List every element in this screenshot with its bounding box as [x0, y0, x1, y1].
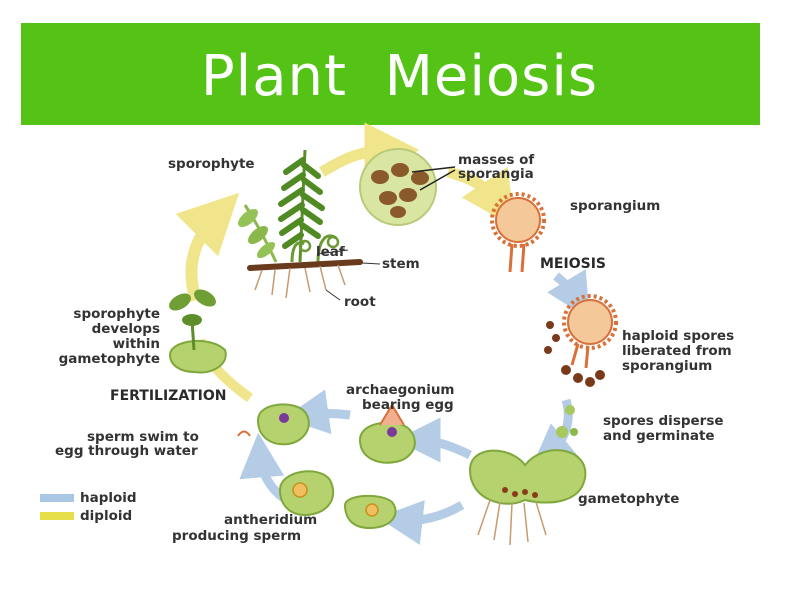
- arrow-meiosis-to-spores: [547, 269, 590, 320]
- label-develops-line2: develops: [92, 321, 160, 337]
- label-spores-disperse-line2: and germinate: [603, 428, 715, 444]
- label-meiosis: MEIOSIS: [540, 256, 606, 272]
- diploid-cycle-arrows: [175, 122, 516, 403]
- label-archaegonium-line2: bearing egg: [362, 397, 454, 413]
- label-masses-line2: sporangia: [458, 166, 534, 182]
- antheridium-illustration: [278, 470, 397, 530]
- legend-swatch-diploid: [40, 512, 74, 520]
- arrow-sporangia-to-sporangium: [446, 166, 516, 228]
- label-develops-line3: within: [113, 336, 160, 352]
- label-antheridium-line2: producing sperm: [172, 528, 301, 544]
- fertilization-illustration: [237, 403, 310, 446]
- legend: haploid diploid: [40, 490, 137, 524]
- gametophyte-illustration: [468, 449, 587, 546]
- label-sporangium: sporangium: [570, 198, 660, 214]
- spore-release-illustration: [544, 294, 618, 387]
- sporangium-illustration: [490, 192, 546, 273]
- label-leaf: leaf: [316, 244, 345, 260]
- label-gametophyte: gametophyte: [578, 491, 679, 507]
- germinating-spores-illustration: [556, 405, 578, 438]
- legend-swatch-haploid: [40, 494, 74, 502]
- legend-label-diploid: diploid: [80, 508, 132, 524]
- label-fertilization: FERTILIZATION: [110, 388, 226, 404]
- label-sporophyte: sporophyte: [168, 156, 255, 172]
- label-haploid-spores-line1: haploid spores: [622, 328, 734, 344]
- label-stem: stem: [382, 256, 420, 272]
- legend-label-haploid: haploid: [80, 490, 137, 506]
- label-haploid-spores-line2: liberated from: [622, 343, 732, 359]
- arrow-up-to-sporophyte: [175, 192, 240, 302]
- arrow-archegonium-to-fertilization: [283, 389, 351, 435]
- title-bar: Plant Meiosis: [21, 23, 760, 125]
- label-haploid-spores-line3: sporangium: [622, 358, 712, 374]
- sporophyte-fern-illustration: [238, 149, 381, 301]
- label-archaegonium-line1: archaegonium: [346, 382, 455, 398]
- label-sperm-swim-line1: sperm swim to: [87, 429, 199, 445]
- arrow-gametophyte-to-antheridium: [377, 500, 465, 545]
- arrow-sporophyte-to-sporangia: [319, 122, 420, 178]
- young-sporophyte-illustration: [168, 289, 227, 374]
- page-title: Plant Meiosis: [200, 43, 599, 109]
- label-spores-disperse-line1: spores disperse: [603, 413, 724, 429]
- sporangia-closeup-illustration: [359, 148, 456, 226]
- label-antheridium-line1: antheridium: [224, 512, 317, 528]
- arrow-gametophyte-to-archegonium: [395, 417, 473, 463]
- label-develops-line4: gametophyte: [59, 351, 160, 367]
- label-root: root: [344, 294, 376, 310]
- label-develops-line1: sporophyte: [73, 306, 160, 322]
- label-sperm-swim-line2: egg through water: [55, 443, 198, 459]
- label-masses-line1: masses of: [458, 152, 534, 168]
- archegonium-illustration: [358, 403, 416, 464]
